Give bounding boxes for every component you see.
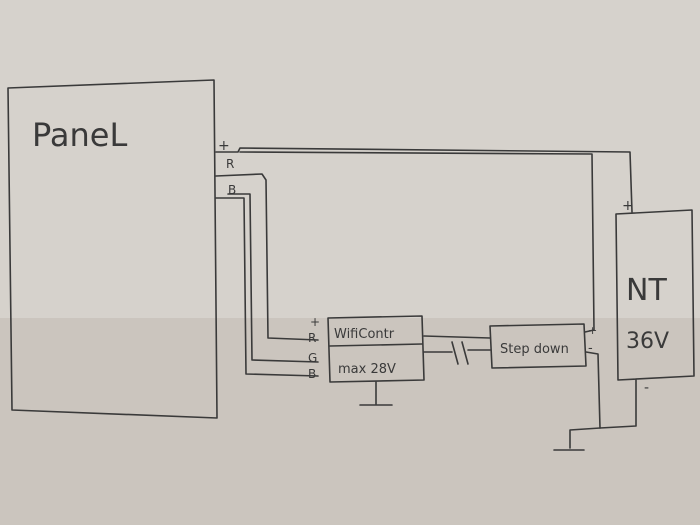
step-down-terminal-minus: - bbox=[588, 341, 593, 356]
wifi-controller-box bbox=[327, 315, 425, 383]
wire-red bbox=[215, 173, 319, 341]
paper-background-bottom bbox=[0, 318, 700, 525]
wifi-controller-label: WifiContr bbox=[334, 327, 395, 342]
paper-background-top bbox=[0, 0, 700, 318]
wire-wifi-to-stepdown-top bbox=[423, 335, 491, 339]
panel-label: PaneL bbox=[32, 116, 127, 154]
wire-wifi-to-stepdown-bottom bbox=[423, 349, 491, 353]
wifi-terminal-g: G bbox=[308, 351, 317, 365]
wire-negative bbox=[585, 351, 637, 429]
panel-terminal-r: R bbox=[226, 157, 234, 171]
psu-terminal-minus: - bbox=[644, 380, 649, 396]
psu-terminal-plus: + bbox=[622, 198, 634, 214]
wifi-controller-divider bbox=[329, 343, 423, 347]
wifi-controller-max: max 28V bbox=[338, 362, 396, 377]
panel-terminal-plus: + bbox=[218, 138, 230, 154]
wifi-terminal-r: R bbox=[308, 331, 316, 345]
psu-box bbox=[615, 209, 695, 381]
ground-wire bbox=[553, 427, 601, 451]
wire-positive-inner bbox=[239, 151, 595, 333]
step-down-box bbox=[489, 323, 587, 369]
wire-positive bbox=[215, 147, 633, 213]
wire-blue-outer bbox=[215, 197, 319, 377]
psu-label: NT bbox=[626, 273, 667, 308]
wifi-terminal-plus: + bbox=[310, 315, 320, 329]
step-down-label: Step down bbox=[500, 342, 569, 357]
panel-terminal-b: B bbox=[228, 183, 236, 197]
psu-voltage: 36V bbox=[626, 329, 669, 354]
panel-box bbox=[7, 79, 218, 419]
capacitor-symbol bbox=[451, 341, 469, 365]
wire-blue-inner bbox=[227, 193, 319, 363]
wifi-ground-symbol bbox=[359, 381, 393, 406]
step-down-terminal-plus: + bbox=[588, 324, 597, 337]
wifi-terminal-b: B bbox=[308, 367, 316, 381]
